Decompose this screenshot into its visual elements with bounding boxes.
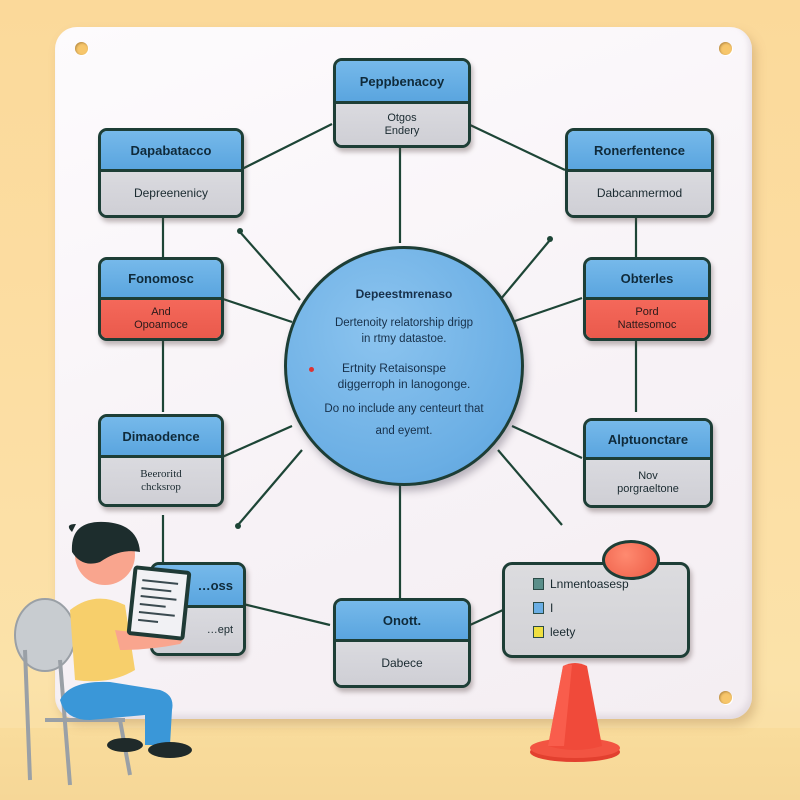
connector	[469, 608, 504, 627]
entity-title: Alptuonctare	[586, 421, 710, 460]
entity-title: Dimaodence	[101, 417, 221, 458]
board-mount-hole	[75, 42, 88, 55]
entity-body: And Opoamoce	[101, 300, 221, 338]
connector	[499, 239, 551, 301]
entity-node-lower-right[interactable]: Alptuonctare Nov porgraeltone	[583, 418, 713, 508]
board-mount-hole	[719, 691, 732, 704]
legend-item: I	[533, 601, 553, 615]
entity-body: Beeroritd chcksrop	[101, 458, 221, 504]
central-text-line: and eyemt.	[375, 425, 433, 437]
connector	[237, 449, 303, 526]
entity-body: Dabcanmermod	[568, 172, 711, 215]
entity-node-mid-right[interactable]: Obterles Pord Nattesomoc	[583, 257, 711, 341]
entity-node-bottom[interactable]: Onott. Dabece	[333, 598, 471, 688]
entity-body: Dabece	[336, 642, 468, 685]
entity-attribute: chcksrop	[141, 481, 181, 493]
entity-attribute: Depreenenicy	[133, 186, 209, 200]
connector	[219, 424, 293, 460]
connector	[242, 602, 331, 627]
entity-body: Pord Nattesomoc	[586, 300, 708, 338]
central-text-line: Ertnity Retaisonspe	[341, 361, 447, 375]
legend-swatch	[533, 602, 544, 614]
entity-title: Peppbenacoy	[336, 61, 468, 104]
connector	[239, 123, 333, 171]
entity-node-lower-left[interactable]: Dimaodence Beeroritd chcksrop	[98, 414, 224, 507]
legend-swatch	[533, 578, 544, 590]
central-text-line: Dertenoity relatorship drigp	[334, 317, 474, 329]
entity-attribute: Opoamoce	[134, 319, 188, 331]
central-text-line: Do no include any centeurt that	[324, 403, 484, 415]
entity-title: Fonomosc	[101, 260, 221, 300]
connector	[239, 231, 301, 301]
entity-attribute: Pord	[635, 306, 659, 318]
entity-attribute: Dabece	[381, 656, 423, 670]
entity-attribute: porgraeltone	[617, 482, 679, 495]
entity-node-top[interactable]: Peppbenacoy Otgos Endery	[333, 58, 471, 148]
entity-body: Nov porgraeltone	[586, 460, 710, 505]
entity-attribute: Nov	[638, 469, 658, 482]
entity-node-top-left[interactable]: Dapabatacco Depreenenicy	[98, 128, 244, 218]
traffic-cone	[530, 663, 620, 762]
legend-item: leety	[533, 625, 575, 639]
board-mount-hole	[719, 42, 732, 55]
connector	[219, 296, 293, 324]
entity-title: Ronerfentence	[568, 131, 711, 172]
central-title: Depeestmrenaso	[355, 287, 453, 301]
entity-attribute: Nattesomoc	[617, 319, 677, 331]
entity-attribute: Otgos	[387, 111, 417, 124]
bullet-icon	[309, 367, 314, 372]
entity-title: Obterles	[586, 260, 708, 300]
entity-attribute: Beeroritd	[140, 468, 182, 480]
entity-attribute: Endery	[384, 124, 420, 137]
legend-label: leety	[550, 625, 576, 639]
entity-node-mid-left[interactable]: Fonomosc And Opoamoce	[98, 257, 224, 341]
legend-box: Lnmentoasesp I leety	[502, 562, 690, 658]
entity-attribute: Dabcanmermod	[596, 186, 683, 200]
connector	[467, 123, 566, 171]
entity-node-top-right[interactable]: Ronerfentence Dabcanmermod	[565, 128, 714, 218]
entity-attribute: And	[151, 306, 171, 318]
entity-title: Dapabatacco	[101, 131, 241, 172]
legend-label: I	[550, 601, 554, 615]
person-reading-illustration	[14, 521, 192, 786]
entity-title: Onott.	[336, 601, 468, 642]
entity-body: Otgos Endery	[336, 104, 468, 145]
legend-item: Lnmentoasesp	[533, 577, 629, 591]
chair-icon	[14, 598, 132, 786]
connector	[497, 449, 563, 526]
central-text-line: diggerroph in lanogonge.	[337, 377, 471, 391]
entity-body: Depreenenicy	[101, 172, 241, 215]
entity-attribute: …ept	[206, 624, 233, 636]
central-entity-circle[interactable]: Depeestmrenaso Dertenoity relatorship dr…	[284, 246, 524, 486]
central-text-line: in rtmy datastoe.	[361, 333, 447, 345]
connector	[511, 424, 583, 460]
connector	[511, 296, 583, 324]
legend-swatch	[533, 626, 544, 638]
legend-label: Lnmentoasesp	[550, 577, 629, 591]
pin-magnet	[602, 540, 660, 580]
